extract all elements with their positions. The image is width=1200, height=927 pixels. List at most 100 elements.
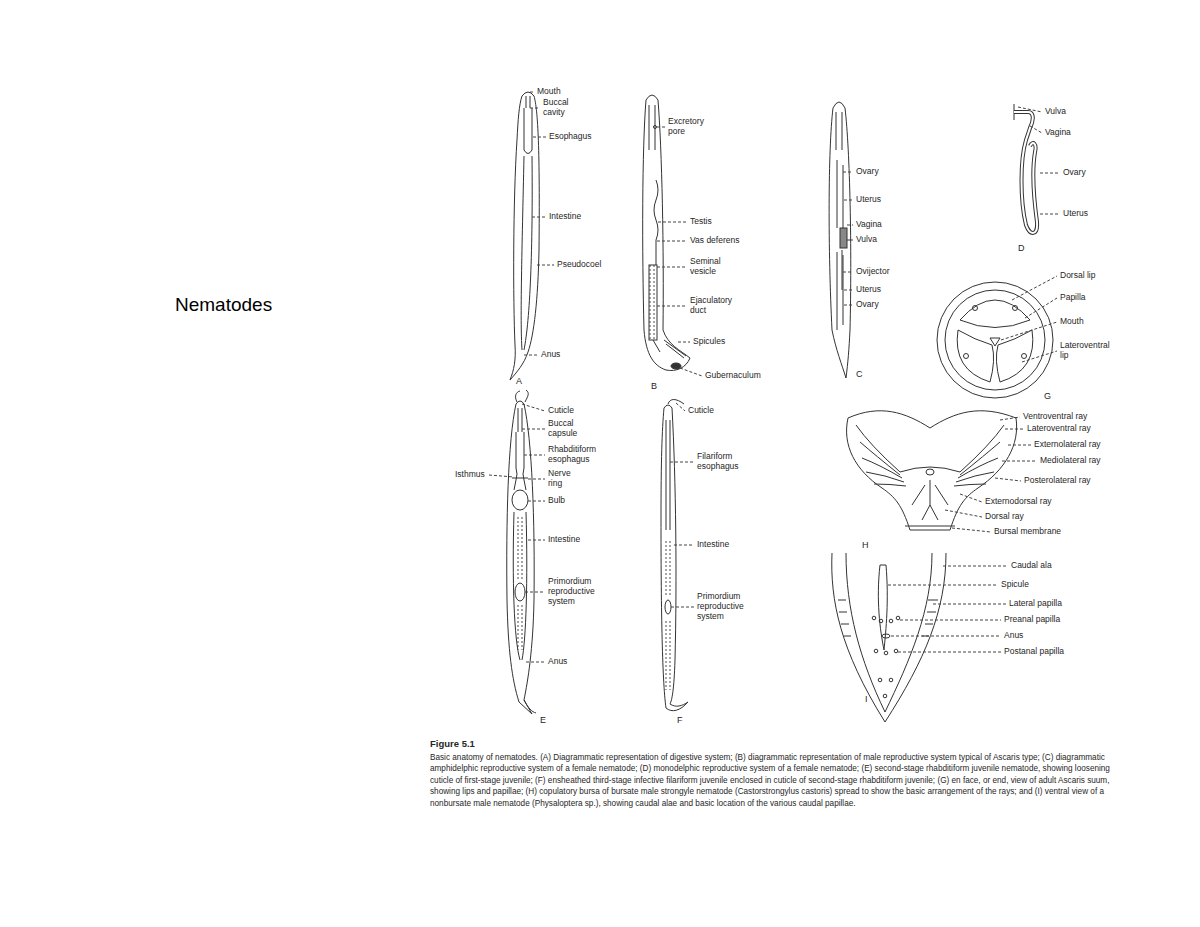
male-reproductive-worm (643, 95, 690, 371)
leader-line (1018, 107, 1060, 214)
part-label: Esophagus (549, 132, 592, 142)
male-reproductive-worm-part (654, 126, 657, 129)
leader-line (1001, 276, 1057, 362)
male-reproductive-worm-part (671, 363, 681, 369)
copulatory-bursa-part (905, 526, 955, 527)
digestive-system-worm-part (521, 156, 532, 350)
part-label: Uterus (856, 285, 881, 295)
copulatory-bursa-part (856, 425, 906, 486)
rhabditiform-juvenile-part (514, 432, 526, 490)
leader-line (489, 404, 545, 662)
nonbursate-male-tail-part (832, 553, 946, 722)
filariform-juvenile-part (665, 620, 671, 690)
part-label: Nerve ring (548, 469, 578, 489)
monodelphic-system (1014, 104, 1037, 233)
filariform-juvenile (661, 400, 688, 711)
part-label: Vulva (856, 235, 877, 245)
panel-letter: E (540, 715, 546, 725)
part-label: Vulva (1045, 107, 1066, 117)
en-face-view-part (1022, 354, 1027, 359)
rhabditiform-juvenile (507, 390, 536, 714)
panel-letter: D (1018, 243, 1025, 253)
nonbursate-male-tail-part (889, 619, 893, 623)
male-reproductive-worm-part (654, 180, 658, 265)
en-face-view-part (945, 290, 1045, 390)
digestive-system-worm (510, 92, 539, 380)
female-amphidelphic-worm (829, 102, 851, 378)
en-face-view-part (990, 338, 1000, 346)
part-label: Pseudocoel (557, 260, 601, 270)
nonbursate-male-tail-part (896, 616, 900, 620)
part-label: Intestine (697, 540, 729, 550)
filariform-juvenile-part (666, 420, 670, 530)
nonbursate-male-tail-part (872, 616, 876, 620)
part-label: Primordium reproductive system (697, 592, 751, 621)
nonbursate-male-tail-part (883, 694, 887, 698)
part-label: Vagina (856, 220, 882, 230)
panel-letter: H (862, 540, 869, 550)
female-amphidelphic-worm-part (837, 252, 843, 330)
male-reproductive-worm-part (653, 340, 660, 352)
panel-letter: A (516, 376, 522, 386)
figure-caption: Basic anatomy of nematodes. (A) Diagramm… (430, 752, 1125, 809)
part-label: Preanal papilla (1004, 615, 1060, 625)
part-label: Gubernaculum (705, 371, 761, 381)
en-face-view-part (1013, 306, 1018, 311)
panel-letter: F (677, 715, 683, 725)
monodelphic-system-part (1014, 112, 1037, 233)
digestive-system-worm-part (526, 96, 530, 108)
part-label: Isthmus (455, 470, 485, 480)
part-label: Spicule (1001, 580, 1029, 590)
part-label: Posterolateral ray (1024, 476, 1091, 486)
rhabditiform-juvenile-part (512, 490, 528, 510)
part-label: Mouth (537, 87, 561, 97)
digestive-system-worm-part (524, 108, 532, 154)
figure-number: Figure 5.1 (430, 739, 475, 750)
part-label: Ejaculatory duct (690, 296, 738, 316)
en-face-view (937, 282, 1053, 398)
part-label: Lateral papilla (1009, 599, 1062, 609)
male-reproductive-worm-part (643, 95, 690, 371)
female-amphidelphic-worm-part (847, 240, 851, 241)
nonbursate-male-tail-part (879, 619, 883, 623)
female-amphidelphic-worm-part (840, 228, 847, 248)
en-face-view-part (937, 282, 1053, 398)
part-label: Externolateral ray (1034, 440, 1101, 450)
part-label: Papilla (1060, 293, 1086, 303)
en-face-view-part (964, 354, 969, 359)
part-label: Mediolateral ray (1040, 456, 1100, 466)
part-label: Ovary (856, 167, 879, 177)
part-label: Cuticle (548, 406, 574, 416)
drawing (489, 92, 1060, 722)
part-label: Intestine (548, 535, 580, 545)
female-amphidelphic-worm-part (836, 112, 842, 150)
part-label: Rhabditiform esophagus (548, 445, 600, 465)
female-amphidelphic-worm-part (829, 102, 851, 378)
part-label: Cuticle (688, 406, 714, 416)
male-reproductive-worm-part (649, 265, 657, 340)
filariform-juvenile-part (661, 405, 688, 711)
part-label: Intestine (549, 212, 581, 222)
copulatory-bursa-part (954, 425, 1004, 486)
part-label: Dorsal lip (1060, 271, 1095, 281)
nonbursate-male-tail-part (846, 553, 932, 712)
part-label: Ovary (856, 300, 879, 310)
leader-line (670, 403, 694, 607)
nonbursate-male-tail-part (882, 634, 890, 638)
rhabditiform-juvenile-part (516, 390, 529, 402)
rhabditiform-juvenile-part (516, 515, 523, 580)
nonbursate-male-tail-part (884, 651, 888, 655)
filariform-juvenile-part (665, 540, 671, 595)
panel-letter: B (651, 381, 657, 391)
en-face-view-part (973, 306, 978, 311)
part-label: Excretory pore (668, 117, 712, 137)
part-label: Buccal capsule (548, 419, 582, 439)
part-label: Vas deferens (690, 236, 739, 246)
part-label: Ovary (1063, 168, 1086, 178)
part-label: Bulb (548, 496, 565, 506)
page-title: Nematodes (175, 294, 272, 316)
part-label: Externodorsal ray (985, 497, 1052, 507)
leader-line (888, 566, 1008, 652)
nonbursate-male-tail (832, 553, 946, 722)
leader-line (945, 417, 1037, 532)
